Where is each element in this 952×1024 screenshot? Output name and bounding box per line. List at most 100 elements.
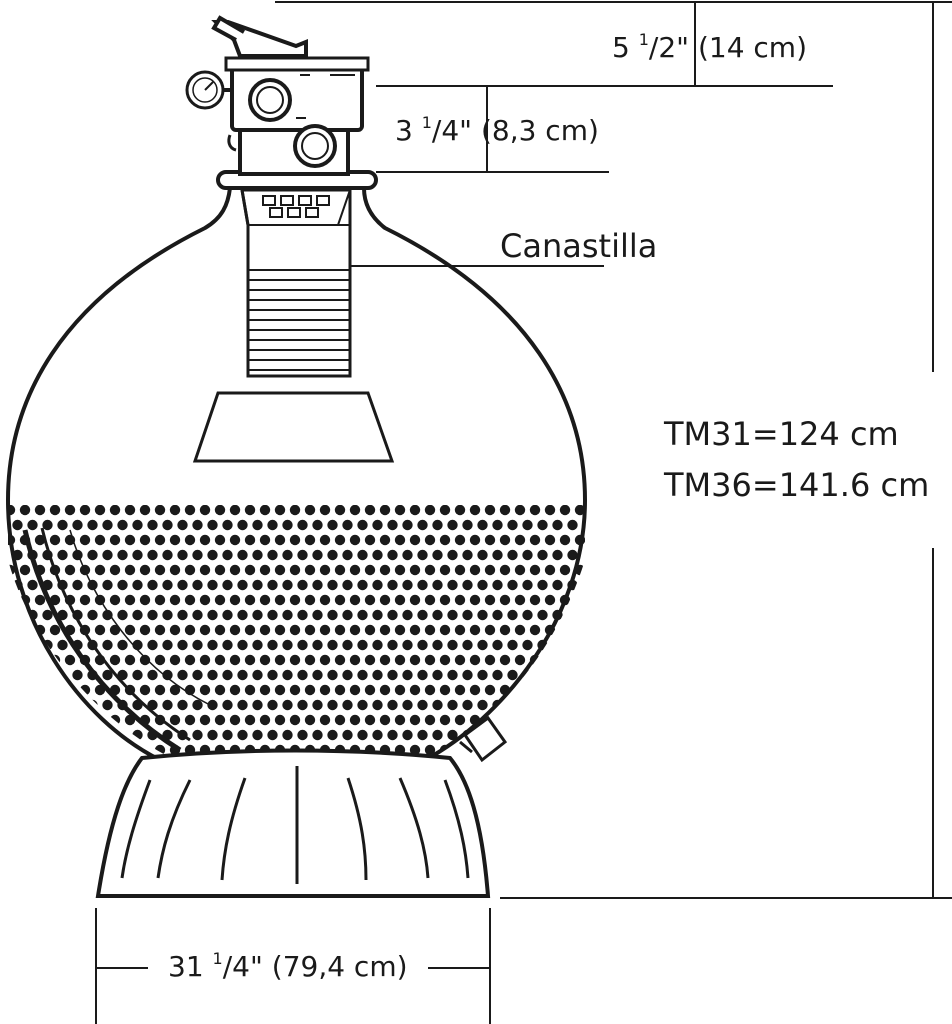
sand-dot bbox=[537, 699, 548, 711]
sand-dot bbox=[27, 699, 38, 711]
sand-dot bbox=[289, 684, 301, 696]
sand-dot bbox=[402, 729, 413, 741]
sand-dot bbox=[417, 669, 428, 681]
sand-dot bbox=[147, 519, 158, 531]
sand-dot bbox=[109, 624, 121, 636]
sand-dot bbox=[34, 684, 46, 696]
sand-dot bbox=[462, 609, 473, 621]
sand-dot bbox=[184, 594, 196, 606]
sand-dot bbox=[169, 534, 181, 546]
sand-dot bbox=[477, 699, 488, 711]
sand-dot bbox=[109, 744, 121, 756]
sand-dot bbox=[424, 594, 436, 606]
sand-dot bbox=[214, 564, 226, 576]
sand-dot bbox=[432, 639, 443, 651]
sand-dot bbox=[102, 609, 113, 621]
sand-dot bbox=[132, 609, 143, 621]
sand-dot bbox=[477, 519, 488, 531]
sand-dot bbox=[19, 505, 31, 516]
sand-dot bbox=[237, 549, 248, 561]
sand-dot bbox=[124, 594, 136, 606]
sand-dot bbox=[552, 579, 563, 591]
sand-dot bbox=[454, 684, 466, 696]
sand-dot bbox=[244, 505, 256, 516]
sand-dot bbox=[222, 669, 233, 681]
sand-dot bbox=[154, 744, 166, 756]
dim-top-clearance: 5 1/2" (14 cm) bbox=[612, 30, 807, 64]
sand-dot bbox=[169, 624, 181, 636]
sand-dot bbox=[154, 564, 166, 576]
sand-dot bbox=[469, 624, 481, 636]
sand-dot bbox=[544, 505, 556, 516]
sand-dot bbox=[447, 669, 458, 681]
sand-dot bbox=[244, 714, 256, 726]
sand-dot bbox=[274, 654, 286, 666]
sand-dot bbox=[49, 714, 61, 726]
sand-dot bbox=[222, 609, 233, 621]
sand-dot bbox=[327, 729, 338, 741]
sand-dot bbox=[139, 594, 151, 606]
sand-dot bbox=[514, 564, 526, 576]
sand-dot bbox=[469, 594, 481, 606]
sand-dot bbox=[34, 534, 46, 546]
sand-dot bbox=[289, 505, 301, 516]
sand-dot bbox=[94, 534, 106, 546]
sand-dot bbox=[387, 669, 398, 681]
sand-dot bbox=[169, 564, 181, 576]
sand-dot bbox=[57, 519, 68, 531]
sand-dot bbox=[447, 579, 458, 591]
lateral-pipe bbox=[22, 529, 182, 753]
sand-dot bbox=[447, 549, 458, 561]
sand-dot bbox=[462, 549, 473, 561]
sand-dot bbox=[559, 564, 571, 576]
sand-dot bbox=[499, 594, 511, 606]
sand-dot bbox=[462, 639, 473, 651]
sand-dot bbox=[409, 564, 421, 576]
sand-dot bbox=[574, 744, 585, 756]
sand-dot bbox=[124, 505, 136, 516]
sand-dot bbox=[529, 534, 541, 546]
sand-dot bbox=[402, 549, 413, 561]
sand-dot bbox=[184, 624, 196, 636]
sand-dot bbox=[484, 624, 496, 636]
sand-dot bbox=[64, 654, 76, 666]
sand-dot bbox=[304, 684, 316, 696]
sand-dot bbox=[477, 549, 488, 561]
sand-dot bbox=[394, 505, 406, 516]
sand-dot bbox=[252, 639, 263, 651]
sand-dot bbox=[394, 714, 406, 726]
sand-dot bbox=[237, 639, 248, 651]
sand-dot bbox=[402, 579, 413, 591]
sand-dot bbox=[357, 549, 368, 561]
sand-dot bbox=[199, 684, 211, 696]
sand-dot bbox=[132, 669, 143, 681]
sand-dot bbox=[409, 684, 421, 696]
sand-dot bbox=[499, 564, 511, 576]
sand-dot bbox=[379, 534, 391, 546]
sand-dot bbox=[387, 549, 398, 561]
sand-dot bbox=[297, 699, 308, 711]
sand-dot bbox=[162, 579, 173, 591]
sand-dot bbox=[312, 609, 323, 621]
sand-dot bbox=[109, 564, 121, 576]
sand-dot bbox=[102, 639, 113, 651]
sand-dot bbox=[147, 669, 158, 681]
sand-dot bbox=[552, 699, 563, 711]
sand-dot bbox=[349, 714, 361, 726]
sand-dot bbox=[252, 699, 263, 711]
sand-dot bbox=[492, 669, 503, 681]
sand-dot bbox=[132, 549, 143, 561]
sand-dot bbox=[27, 669, 38, 681]
sand-dot bbox=[544, 744, 556, 756]
sand-dot bbox=[364, 654, 376, 666]
sand-dot bbox=[537, 579, 548, 591]
sand-dot bbox=[229, 714, 241, 726]
sand-dot bbox=[207, 579, 218, 591]
sand-dot bbox=[432, 579, 443, 591]
sand-dot bbox=[124, 564, 136, 576]
sand-dot bbox=[57, 639, 68, 651]
sand-dot bbox=[282, 519, 293, 531]
sand-dot bbox=[237, 699, 248, 711]
sand-dot bbox=[334, 594, 346, 606]
sand-dot bbox=[507, 639, 518, 651]
